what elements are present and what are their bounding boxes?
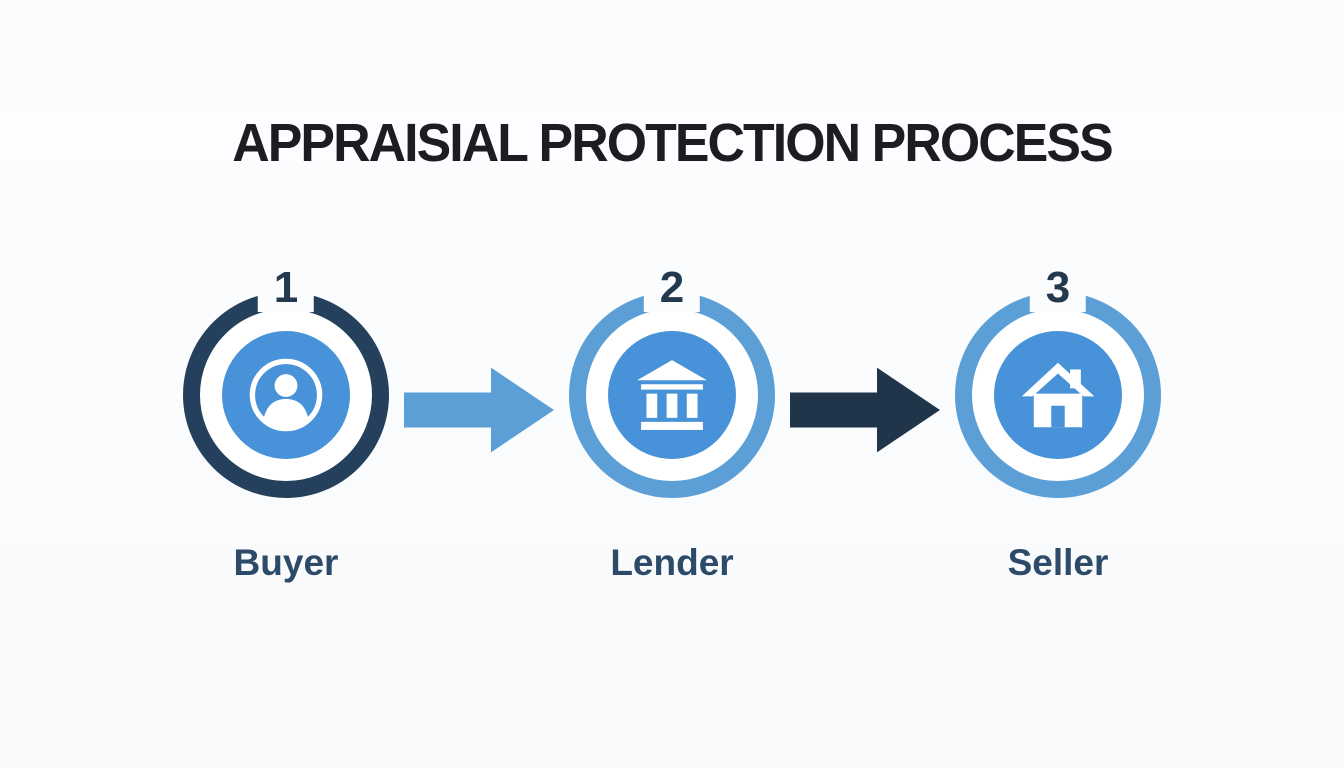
step-label-seller: Seller [1007, 542, 1109, 583]
step-number: 2 [643, 263, 701, 313]
step-buyer-circle: 1 [183, 263, 389, 498]
house-icon [994, 331, 1122, 459]
step-label-lender: Lender [610, 542, 734, 583]
step-ring [569, 292, 775, 498]
step-buyer: 1 Buyer [171, 263, 401, 584]
step-seller: 3 Seller [943, 263, 1173, 584]
page-title: APPRAISIAL PROTECTION PROCESS [232, 113, 1113, 173]
step-ring [955, 292, 1161, 498]
arrow-lender-to-seller [790, 367, 940, 453]
step-ring [183, 292, 389, 498]
step-lender: 2 Lender [557, 263, 787, 584]
step-seller-circle: 3 [955, 263, 1161, 498]
process-flow: 1 Buyer 2 [0, 263, 1344, 584]
bank-icon [608, 331, 736, 459]
step-number: 1 [257, 263, 315, 313]
appraisal-process-diagram: APPRAISIAL PROTECTION PROCESS 1 Buyer [0, 112, 1344, 768]
step-label-buyer: Buyer [233, 542, 339, 583]
step-number: 3 [1029, 263, 1087, 313]
arrow-buyer-to-lender [404, 367, 554, 453]
step-lender-circle: 2 [569, 263, 775, 498]
person-icon [222, 331, 350, 459]
